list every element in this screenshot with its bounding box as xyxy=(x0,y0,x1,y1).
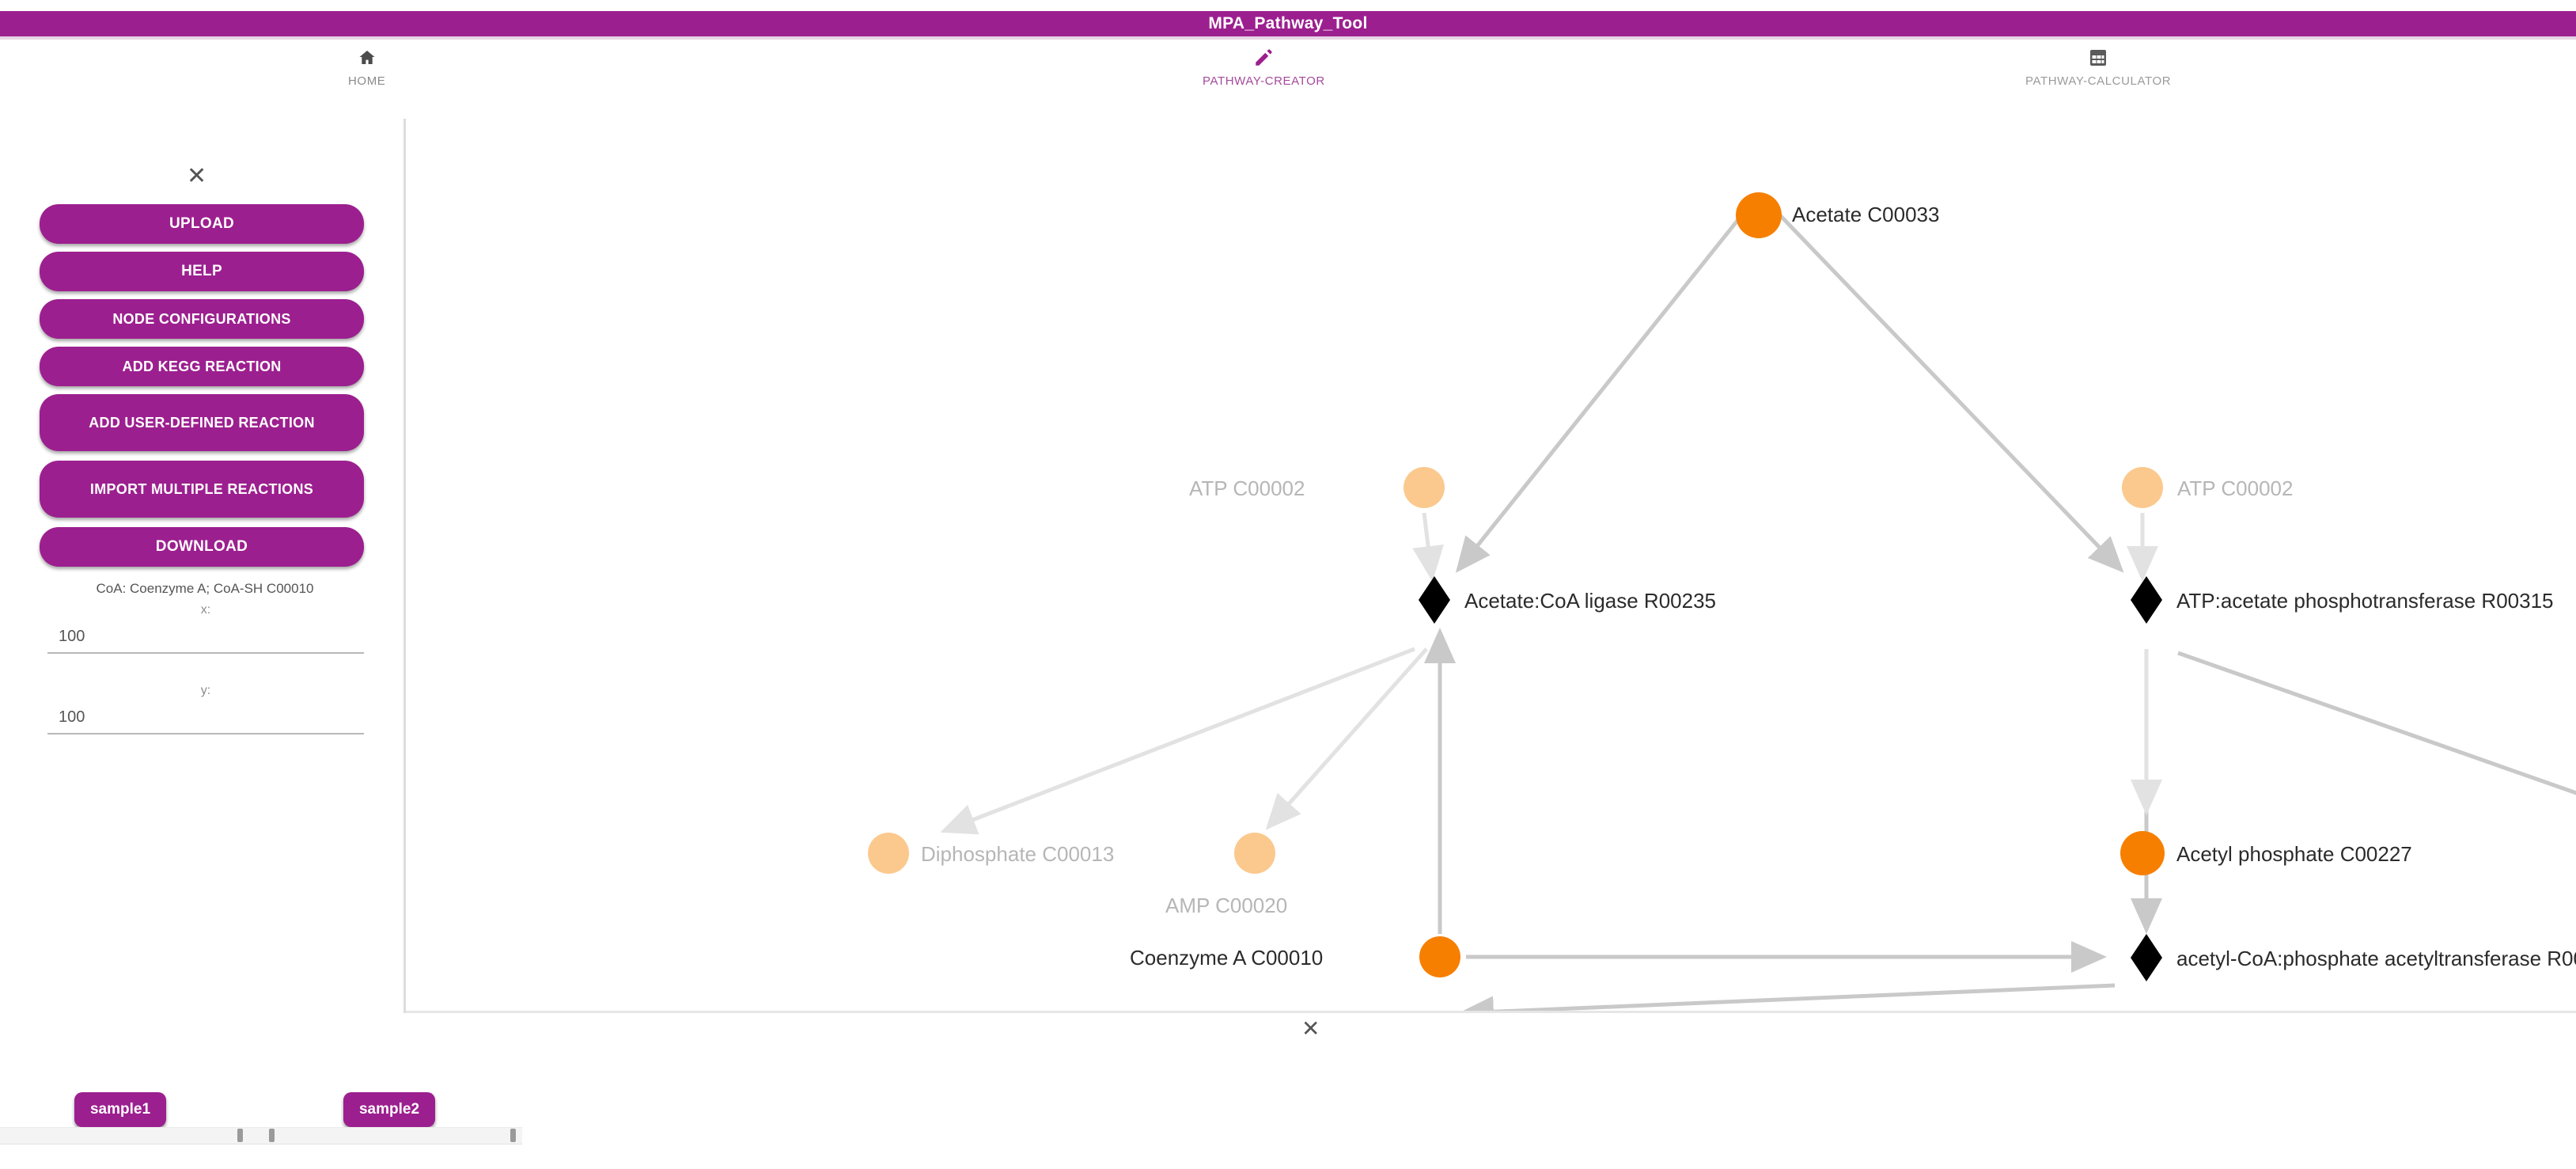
tab-pathway-creator-label: PATHWAY-CREATOR xyxy=(1203,74,1325,88)
y-coordinate-group: y: xyxy=(47,684,364,734)
reaction-label-R00230: acetyl-CoA:phosphate acetyltransferase R… xyxy=(2176,947,2576,970)
grid-table-icon xyxy=(2089,46,2108,70)
compound-label-C00020: AMP C00020 xyxy=(1165,894,1288,917)
compound-label-C00013: Diphosphate C00013 xyxy=(921,842,1115,866)
compound-node-C00020[interactable] xyxy=(1234,833,1275,874)
tab-pathway-calculator-label: PATHWAY-CALCULATOR xyxy=(2025,74,2172,88)
compound-label-C00002-left: ATP C00002 xyxy=(1189,476,1305,500)
pathway-graph-canvas[interactable]: Acetate C00033 ATP C00002 ATP C00002 Dip… xyxy=(406,95,2576,1013)
y-coordinate-input[interactable] xyxy=(47,701,364,734)
compound-node-C00002-right[interactable] xyxy=(2122,467,2163,508)
sidebar-divider xyxy=(403,119,406,1013)
titlebar-underline xyxy=(0,36,2576,40)
reaction-node-R00230[interactable] xyxy=(2131,934,2162,981)
tab-pathway-calculator[interactable]: PATHWAY-CALCULATOR xyxy=(2025,46,2171,88)
pencil-icon xyxy=(1253,46,1274,70)
help-button[interactable]: HELP xyxy=(40,252,364,291)
reaction-node-R00315[interactable] xyxy=(2131,576,2162,624)
tab-home-label: HOME xyxy=(348,74,386,88)
compound-label-C00033: Acetate C00033 xyxy=(1792,203,1940,226)
node-configurations-button[interactable]: NODE CONFIGURATIONS xyxy=(40,299,364,339)
sample2-button[interactable]: sample2 xyxy=(343,1092,435,1127)
compound-node-C00010[interactable] xyxy=(1419,936,1460,977)
canvas-bottom-edge xyxy=(406,1011,2576,1013)
window-titlebar: MPA_Pathway_Tool xyxy=(0,11,2576,36)
reaction-label-R00315: ATP:acetate phosphotransferase R00315 xyxy=(2176,589,2554,613)
compound-label-C00010: Coenzyme A C00010 xyxy=(1130,946,1324,970)
compound-node-C00033[interactable] xyxy=(1736,192,1782,238)
compound-label-C00002-right: ATP C00002 xyxy=(2177,476,2294,500)
selected-node-caption: CoA: Coenzyme A; CoA-SH C00010 xyxy=(96,581,314,596)
compound-node-C00002-left[interactable] xyxy=(1404,467,1445,508)
window-top-strip xyxy=(0,0,2576,11)
main-navigation: HOME PATHWAY-CREATOR PATHWAY-CALCULATOR xyxy=(0,40,2576,95)
slider-handle-mid[interactable] xyxy=(269,1129,275,1142)
reaction-label-R00235: Acetate:CoA ligase R00235 xyxy=(1464,589,1716,613)
pathway-edges-layer xyxy=(940,212,2576,1013)
y-coordinate-label: y: xyxy=(200,684,211,697)
reaction-node-R00235[interactable] xyxy=(1419,576,1450,624)
bottom-panel: ✕ sample1 sample2 xyxy=(0,1013,2576,1169)
left-sidebar-panel: ✕ UPLOAD HELP NODE CONFIGURATIONS ADD KE… xyxy=(0,155,403,1013)
sidebar-close-icon[interactable]: ✕ xyxy=(187,163,207,189)
slider-handle-right[interactable] xyxy=(510,1129,516,1142)
upload-button[interactable]: UPLOAD xyxy=(40,204,364,244)
x-coordinate-input[interactable] xyxy=(47,621,364,654)
import-multiple-reactions-button[interactable]: IMPORT MULTIPLE REACTIONS xyxy=(40,461,364,518)
bottom-panel-close-icon[interactable]: ✕ xyxy=(1301,1016,1320,1041)
add-kegg-reaction-button[interactable]: ADD KEGG REACTION xyxy=(40,347,364,386)
home-icon xyxy=(357,46,377,70)
window-title: MPA_Pathway_Tool xyxy=(1208,14,1368,32)
tab-home[interactable]: HOME xyxy=(348,46,385,88)
download-button[interactable]: DOWNLOAD xyxy=(40,527,364,567)
add-user-defined-reaction-button[interactable]: ADD USER-DEFINED REACTION xyxy=(40,394,364,451)
slider-handle-left[interactable] xyxy=(237,1129,243,1142)
x-coordinate-label: x: xyxy=(200,603,211,617)
compound-node-C00013[interactable] xyxy=(868,833,909,874)
bottom-slider-track[interactable] xyxy=(0,1127,522,1144)
compound-label-C00227: Acetyl phosphate C00227 xyxy=(2176,842,2412,866)
compound-node-C00227[interactable] xyxy=(2120,831,2165,875)
sample1-button[interactable]: sample1 xyxy=(74,1092,166,1127)
tab-pathway-creator[interactable]: PATHWAY-CREATOR xyxy=(1203,46,1325,88)
x-coordinate-group: x: xyxy=(47,603,364,654)
